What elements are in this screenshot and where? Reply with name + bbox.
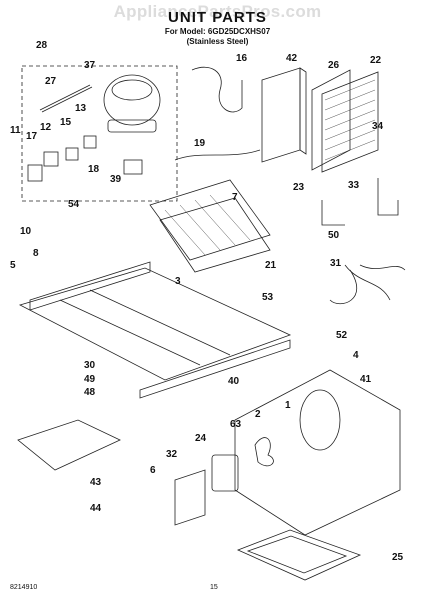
callout-4: 4: [353, 350, 359, 361]
callout-52: 52: [336, 330, 348, 341]
callout-19: 19: [194, 138, 206, 149]
callout-40: 40: [228, 376, 240, 387]
callout-5: 5: [10, 260, 16, 271]
callout-41: 41: [360, 374, 372, 385]
callout-27: 27: [45, 76, 57, 87]
callout-25: 25: [392, 552, 404, 563]
page-number: 15: [210, 584, 218, 591]
callout-39: 39: [110, 174, 122, 185]
callout-3: 3: [175, 276, 181, 287]
finish-line: (Stainless Steel): [186, 37, 249, 46]
callout-49: 49: [84, 374, 96, 385]
callout-26: 26: [328, 60, 340, 71]
callout-12: 12: [40, 122, 52, 133]
callout-8: 8: [33, 248, 39, 259]
callout-43: 43: [90, 477, 102, 488]
callout-1: 1: [285, 400, 291, 411]
watermark: AppliancePartsPros.com: [113, 2, 322, 21]
callout-30: 30: [84, 360, 96, 371]
model-line: For Model: 6GD25DCXHS07: [164, 27, 271, 36]
callout-11: 11: [10, 125, 21, 136]
callout-24: 24: [195, 433, 207, 444]
callout-17: 17: [26, 131, 38, 142]
callout-37: 37: [84, 60, 96, 71]
callout-54: 54: [68, 199, 80, 210]
callout-32: 32: [166, 449, 178, 460]
callout-16: 16: [236, 53, 248, 64]
callout-18: 18: [88, 164, 100, 175]
page-title: UNIT PARTS: [168, 9, 267, 26]
callout-13: 13: [75, 103, 87, 114]
callout-44: 44: [90, 503, 102, 514]
compressor-group-box: [21, 65, 178, 202]
callout-63: 63: [230, 419, 242, 430]
callout-22: 22: [370, 55, 382, 66]
callout-33: 33: [348, 180, 360, 191]
compressor-body: [103, 74, 161, 126]
callout-6: 6: [150, 465, 156, 476]
callout-53: 53: [262, 292, 274, 303]
callout-28: 28: [36, 40, 48, 51]
callout-10: 10: [20, 226, 32, 237]
callout-7: 7: [232, 192, 238, 203]
callout-15: 15: [60, 117, 72, 128]
callout-50: 50: [328, 230, 340, 241]
callout-42: 42: [286, 53, 298, 64]
callout-23: 23: [293, 182, 305, 193]
doc-number: 8214910: [10, 584, 38, 591]
callout-31: 31: [330, 258, 342, 269]
callout-2: 2: [255, 409, 261, 420]
callout-21: 21: [265, 260, 277, 271]
callout-48: 48: [84, 387, 96, 398]
callout-34: 34: [372, 121, 384, 132]
